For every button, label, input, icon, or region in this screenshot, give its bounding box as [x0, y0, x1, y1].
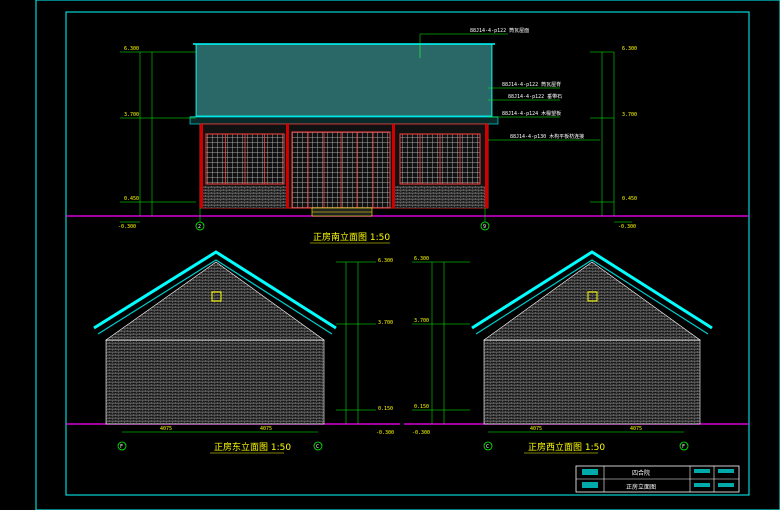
- axis-label: F: [682, 444, 685, 450]
- level-mark: 3.700: [378, 320, 393, 326]
- level-mark: 6.300: [622, 46, 637, 52]
- east-elevation: F C 4075 4075 正房东立面图 1:50 6.300 3.700 0.…: [66, 250, 400, 454]
- level-mark: -0.300: [412, 430, 430, 436]
- title-block: 四合院 正房立面图: [575, 465, 740, 493]
- level-mark: 3.700: [124, 112, 139, 118]
- level-mark: 3.700: [414, 318, 429, 324]
- outer-frame: [35, 0, 780, 510]
- dimension-text: 4075: [630, 426, 642, 432]
- level-mark: 0.150: [378, 406, 393, 412]
- callout-text: 88J14-4-p130 木构平板枋连接: [510, 133, 584, 140]
- west-elevation: C F 4075 4075 正房西立面图 1:50 6.300 3.700 0.…: [404, 250, 749, 454]
- level-mark: -0.300: [618, 224, 636, 230]
- inner-frame: [65, 11, 750, 496]
- level-mark: 6.300: [414, 256, 429, 262]
- axis-circle: [195, 221, 205, 231]
- south-elevation-title: 正房南立面图 1:50: [313, 231, 390, 243]
- level-mark: 0.450: [622, 196, 637, 202]
- axis-label: C: [486, 444, 489, 450]
- callout-text: 88J14-4-p122 垂带石: [508, 93, 562, 100]
- level-mark: 0.150: [414, 404, 429, 410]
- level-mark: 3.700: [622, 112, 637, 118]
- axis-label: F: [120, 444, 123, 450]
- east-elevation-title: 正房东立面图 1:50: [214, 441, 291, 453]
- dimension-text: 4075: [160, 426, 172, 432]
- axis-circle: [483, 441, 493, 451]
- sheet-title: 正房立面图: [626, 483, 656, 491]
- axis-circle: [480, 221, 490, 231]
- project-name: 四合院: [632, 469, 650, 477]
- axis-circle: [679, 441, 689, 451]
- west-elevation-title: 正房西立面图 1:50: [528, 441, 605, 453]
- axis-circle: [313, 441, 323, 451]
- level-mark: 0.450: [124, 196, 139, 202]
- callout-text: 88J14-4-p122 筒瓦屋脊: [502, 81, 561, 88]
- callout-text: 88J14-4-p122 筒瓦屋面: [470, 27, 529, 34]
- axis-label: 2: [198, 224, 201, 230]
- dimension-text: 4075: [260, 426, 272, 432]
- south-elevation: 2 9 正房南立面图 1:50 6.300 3.700 0.450 -0.300…: [66, 27, 749, 244]
- level-mark: -0.300: [376, 430, 394, 436]
- axis-label: 9: [483, 224, 486, 230]
- level-mark: 6.300: [378, 258, 393, 264]
- dimension-text: 4075: [530, 426, 542, 432]
- axis-circle: [117, 441, 127, 451]
- axis-label: C: [316, 444, 319, 450]
- level-mark: 6.300: [124, 46, 139, 52]
- level-mark: -0.300: [118, 224, 136, 230]
- callout-text: 88J14-4-p124 木椽望板: [502, 110, 561, 117]
